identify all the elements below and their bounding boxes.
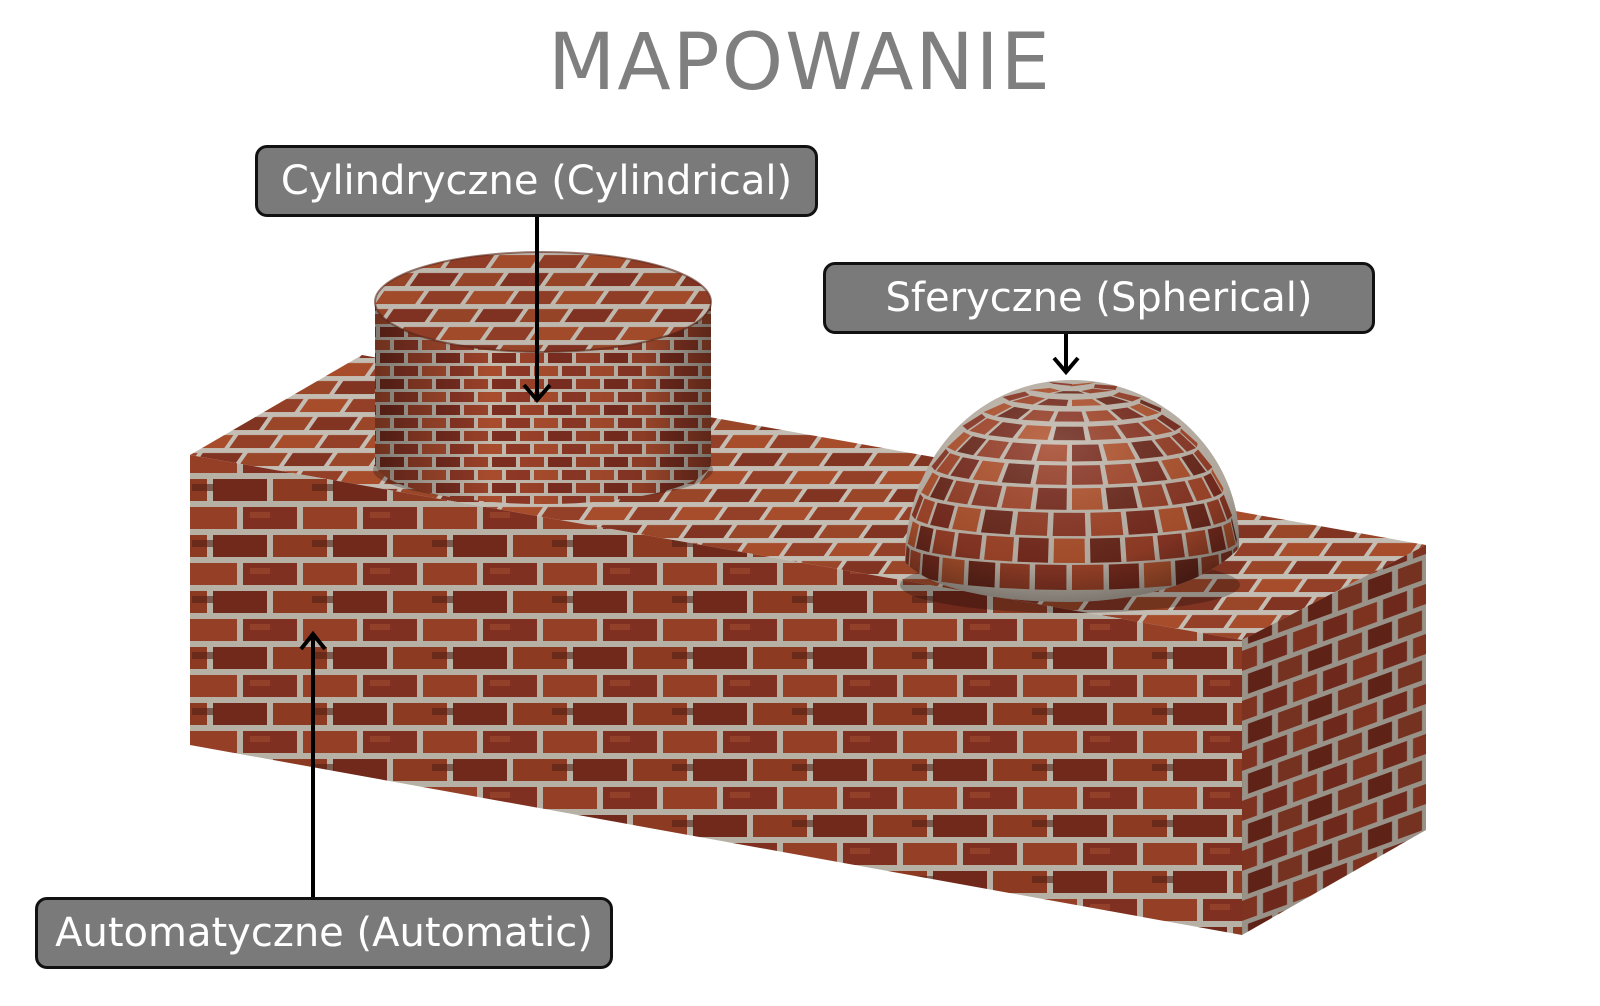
callout-spherical: Sferyczne (Spherical) [823, 262, 1375, 334]
arrow-automatic [299, 630, 327, 897]
callout-cylindrical: Cylindryczne (Cylindrical) [255, 145, 818, 217]
box-side-face [1242, 545, 1426, 935]
arrow-spherical [1052, 334, 1080, 376]
callout-automatic: Automatyczne (Automatic) [35, 897, 613, 969]
page-title: MAPOWANIE [548, 18, 1052, 108]
box-front-face [190, 455, 1242, 935]
cylinder [373, 251, 713, 504]
hemisphere [900, 380, 1240, 613]
arrow-cylindrical [522, 217, 552, 404]
